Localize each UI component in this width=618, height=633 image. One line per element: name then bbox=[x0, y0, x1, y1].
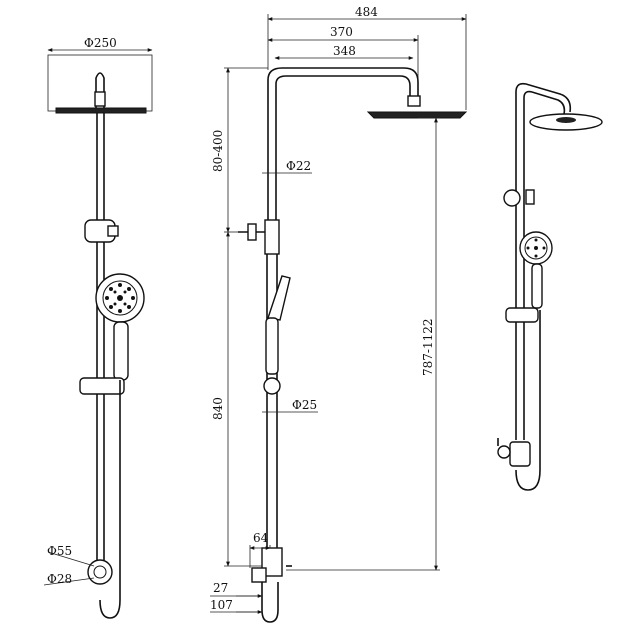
perspective-slide-bracket bbox=[505, 307, 539, 323]
total-height-label: 787-1122 bbox=[421, 319, 435, 377]
shower-arm-inner bbox=[275, 75, 411, 100]
perspective-handle bbox=[531, 263, 543, 309]
mixer-body bbox=[87, 559, 113, 585]
arm-neck bbox=[95, 72, 105, 108]
perspective-mixer bbox=[509, 441, 531, 467]
shower-arm-outer bbox=[267, 67, 419, 100]
perspective-arm-outer bbox=[515, 82, 572, 210]
diverter-side-knob bbox=[247, 223, 257, 241]
mixer-handle-side bbox=[251, 567, 267, 583]
mixer-side bbox=[261, 547, 283, 577]
perspective-mixer-handle bbox=[497, 445, 511, 459]
head-connector bbox=[407, 95, 421, 107]
upper-tube-diameter-label: Φ22 bbox=[286, 159, 311, 173]
arm-width-inner-label: 348 bbox=[333, 44, 356, 58]
dim-107-label: 107 bbox=[210, 598, 233, 612]
hose bbox=[99, 380, 121, 619]
hose-side bbox=[261, 582, 279, 623]
perspective-diverter-knob bbox=[525, 189, 535, 205]
mixer-width-label: 64 bbox=[253, 531, 269, 545]
hand-shower-nozzles bbox=[105, 283, 135, 313]
dim-27-label: 27 bbox=[213, 581, 228, 595]
height-adjust-label: 80-400 bbox=[211, 130, 225, 172]
side-view: 484 370 348 80-400 bbox=[210, 5, 468, 623]
diverter-knob bbox=[107, 225, 119, 237]
hand-shower-handle bbox=[113, 321, 129, 381]
slide-bracket-side bbox=[263, 377, 281, 395]
arm-width-outer-label: 370 bbox=[330, 25, 353, 39]
slide-bracket bbox=[79, 377, 125, 395]
perspective-hose bbox=[515, 310, 541, 491]
hand-shower-side bbox=[267, 275, 291, 321]
perspective-arm-inner bbox=[523, 90, 566, 210]
height-adjust-collar bbox=[264, 219, 280, 255]
lower-tube-diameter-label: Φ25 bbox=[292, 398, 317, 412]
arm-connector bbox=[94, 91, 106, 107]
inlet-diameter-label: Φ28 bbox=[47, 572, 72, 586]
flange-diameter-label: Φ55 bbox=[47, 544, 72, 558]
perspective-diverter bbox=[503, 189, 521, 207]
riser-height-label: 840 bbox=[211, 397, 225, 420]
front-view: Φ250 bbox=[43, 36, 153, 619]
head-diameter-label: Φ250 bbox=[84, 36, 117, 50]
rain-head-plate bbox=[55, 107, 147, 114]
overall-width-label: 484 bbox=[355, 5, 378, 19]
perspective-view bbox=[497, 82, 603, 491]
hand-shower-handle-side bbox=[265, 317, 279, 375]
rain-head-side bbox=[366, 111, 468, 119]
